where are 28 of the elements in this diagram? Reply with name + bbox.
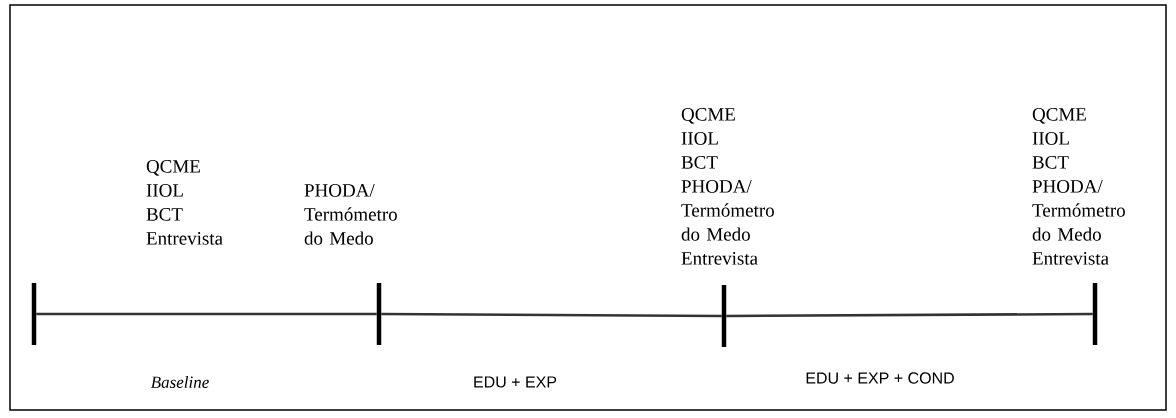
node-label: Entrevista	[681, 252, 758, 265]
node-label: IIOL	[146, 184, 183, 197]
node-label: BCT	[681, 156, 718, 169]
node-label: IIOL	[681, 132, 718, 145]
timeline-segment	[726, 312, 1093, 318]
node-label: BCT	[1032, 156, 1069, 169]
timeline-segment	[381, 312, 722, 318]
timeline-segment	[36, 312, 377, 316]
tick-mark	[376, 283, 382, 345]
tick-mark	[721, 285, 727, 347]
node-label: IIOL	[1032, 132, 1069, 145]
node-label: QCME	[681, 108, 735, 124]
period-label: EDU + EXP	[474, 376, 557, 388]
period-label: Baseline	[150, 376, 209, 388]
node-label: BCT	[146, 208, 183, 221]
node-label: PHODA/ Termómetro do Medo	[1032, 180, 1125, 241]
period-label: EDU + EXP + COND	[806, 372, 954, 384]
measure-list: QCME IIOL BCT Entrevista	[146, 160, 223, 245]
node-label: QCME	[1032, 108, 1086, 124]
tick-mark	[1092, 283, 1098, 345]
tick-mark	[31, 283, 37, 345]
node-label: Entrevista	[146, 232, 223, 245]
measure-list: QCME IIOL BCT PHODA/ Termómetro do Medo Entrevista	[681, 108, 774, 265]
node-label: Entrevista	[1032, 252, 1109, 265]
node-label: PHODA/ Termómetro do Medo	[681, 180, 774, 241]
measure-list: PHODA/ Termómetro do Medo	[304, 184, 397, 245]
measure-list: QCME IIOL BCT PHODA/ Termómetro do Medo Entrevista	[1032, 108, 1125, 265]
node-label: QCME	[146, 160, 200, 176]
